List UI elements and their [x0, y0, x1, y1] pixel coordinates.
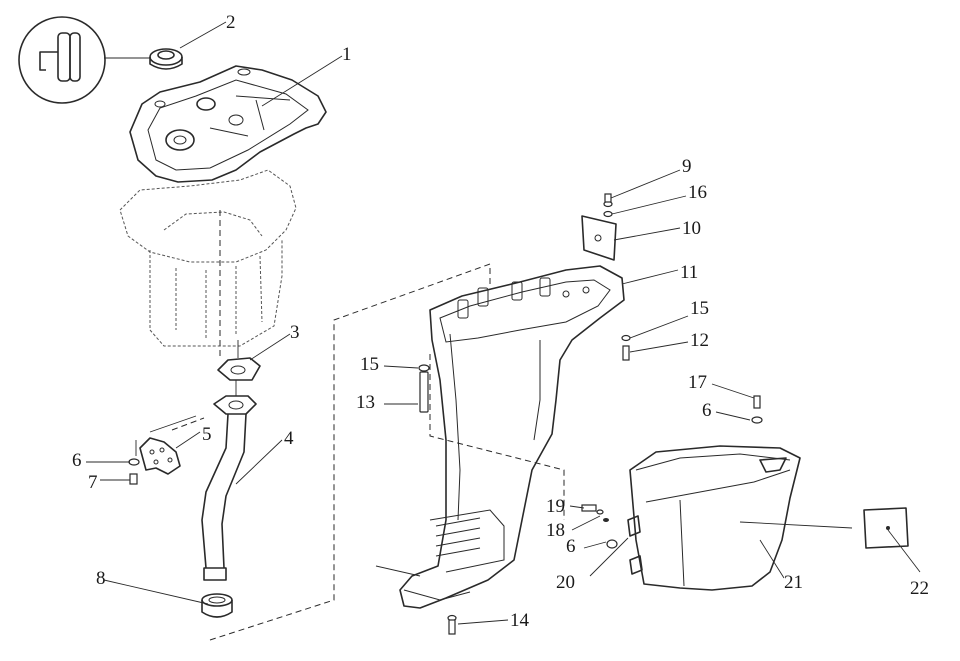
cover-plate-part	[581, 169, 687, 261]
engine-mount-plate-part	[129, 65, 327, 183]
callout-labels: 1 2 3 4 5 6 6 6 7 8 9 10 11 12 13 14 15 …	[72, 12, 929, 631]
exhaust-gasket-part	[217, 340, 261, 381]
bottom-bolt-hardware	[447, 614, 509, 635]
decal-label-part	[863, 507, 921, 573]
callout-4: 4	[284, 428, 294, 449]
callout-1: 1	[342, 44, 352, 65]
callout-15-left: 15	[360, 354, 379, 375]
callout-11: 11	[680, 262, 698, 283]
callout-13: 13	[356, 392, 375, 413]
callout-5: 5	[202, 424, 212, 445]
callout-12: 12	[690, 330, 709, 351]
callout-9: 9	[682, 156, 692, 177]
callout-2: 2	[226, 12, 236, 33]
callout-20: 20	[556, 572, 575, 593]
detail-inset-circle	[18, 16, 150, 104]
callout-21: 21	[784, 572, 803, 593]
engine-block-phantom	[119, 169, 297, 347]
right-bolt-hardware	[621, 315, 689, 361]
callout-18: 18	[546, 520, 565, 541]
callout-6-lower: 6	[566, 536, 576, 557]
clamp-bracket-part	[128, 415, 197, 485]
left-bolt-hardware	[383, 364, 430, 413]
callout-15-right: 15	[690, 298, 709, 319]
bushing-part	[201, 593, 233, 618]
driveshaft-housing-part	[375, 265, 679, 609]
exhaust-pipe-part	[201, 380, 257, 581]
apron-fastener-hardware	[569, 504, 629, 577]
callout-6-right: 6	[702, 400, 712, 421]
callout-6-left: 6	[72, 450, 82, 471]
callout-leaders	[86, 21, 343, 605]
callout-14: 14	[510, 610, 530, 631]
apron-cover-part	[627, 445, 853, 591]
callout-22: 22	[910, 578, 929, 599]
callout-17: 17	[688, 372, 707, 393]
callout-3: 3	[290, 322, 300, 343]
callout-19: 19	[546, 496, 565, 517]
seal-grommet-part	[149, 48, 183, 70]
callout-10: 10	[682, 218, 701, 239]
callout-7: 7	[88, 472, 98, 493]
callout-8: 8	[96, 568, 106, 589]
apron-bolt-hardware	[711, 383, 763, 424]
assembly-dashed-lines	[171, 210, 565, 641]
callout-16: 16	[688, 182, 707, 203]
